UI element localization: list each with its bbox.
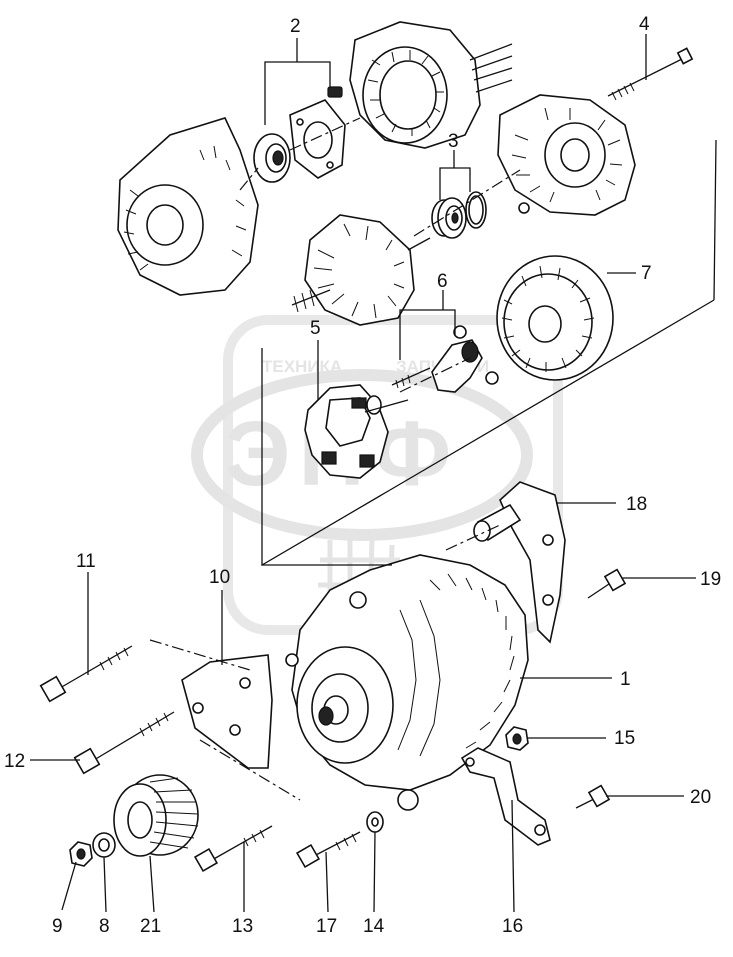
bearing-plate-part	[289, 99, 346, 179]
label-11: 11	[76, 551, 96, 572]
long-bolt-part-4	[607, 47, 694, 101]
bracket-part-10	[181, 654, 273, 769]
washer-part-14	[366, 811, 384, 833]
label-20: 20	[690, 787, 711, 808]
label-6: 6	[437, 271, 448, 292]
label-12: 12	[4, 751, 25, 772]
label-8: 8	[99, 916, 110, 937]
label-15: 15	[614, 728, 635, 749]
bolt-part-20	[575, 784, 611, 809]
nut-part-9	[69, 841, 93, 867]
group-bracket-lines	[261, 139, 717, 567]
bolt-part-13	[193, 825, 273, 873]
label-7: 7	[641, 263, 652, 284]
nut-part-15	[505, 726, 529, 751]
label-19: 19	[700, 569, 721, 590]
regulator-part-6	[391, 325, 499, 393]
assembly-axis-lines	[149, 117, 521, 801]
label-2: 2	[290, 16, 301, 37]
label-16: 16	[502, 916, 523, 937]
fan-part-7	[496, 255, 614, 381]
label-18: 18	[626, 494, 647, 515]
rear-housing-part	[497, 94, 636, 216]
label-1: 1	[620, 669, 631, 690]
label-5: 5	[310, 318, 321, 339]
bolt-part-12	[73, 711, 175, 775]
label-21: 21	[140, 916, 161, 937]
rotor-part	[291, 214, 431, 326]
leader-lines	[30, 34, 696, 913]
screw-part-2	[327, 86, 343, 98]
watermark-text-left: ТЕХНИКА	[262, 357, 342, 376]
label-3: 3	[448, 131, 459, 152]
bolt-part-19	[587, 568, 627, 599]
bolt-part-17	[295, 831, 361, 869]
strap-bracket-part-16	[460, 747, 551, 846]
front-housing-part	[117, 117, 259, 296]
alternator-assembly-part-1	[285, 554, 529, 811]
callout-labels: 1 2 3 4 5 6 7 8 9 10 11 12 13 14 15 16 1…	[4, 14, 721, 937]
label-10: 10	[209, 567, 230, 588]
rectifier-part-5	[304, 384, 409, 479]
label-9: 9	[52, 916, 63, 937]
bolt-part-11	[39, 645, 133, 703]
washer-part-8	[92, 832, 116, 858]
bearing-part-2	[253, 133, 291, 183]
label-13: 13	[232, 916, 253, 937]
label-14: 14	[363, 916, 385, 937]
bracket-part-18	[473, 481, 566, 644]
stator-part	[349, 21, 513, 149]
pulley-part-21	[113, 774, 199, 857]
label-17: 17	[316, 916, 337, 937]
label-4: 4	[639, 14, 650, 35]
